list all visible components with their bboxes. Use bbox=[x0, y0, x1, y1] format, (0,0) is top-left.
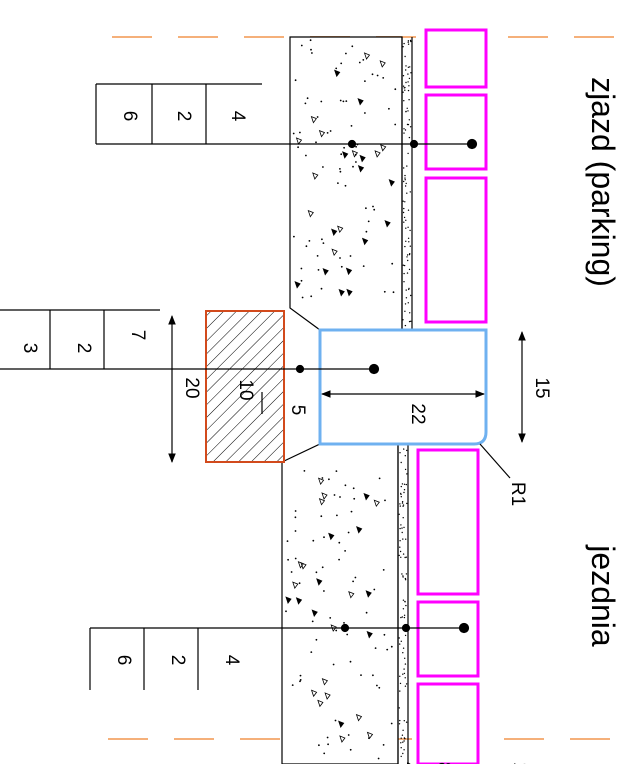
dimension-labels: 20 10 5 22 15 R1 bbox=[181, 377, 552, 506]
legend-mid-2: 2 bbox=[73, 343, 94, 354]
edge-mark-2: 4 bbox=[399, 762, 420, 764]
dim-curb-rise: 15 bbox=[531, 377, 552, 398]
paver-bottom-2 bbox=[416, 600, 480, 678]
legend-bottom-2: 2 bbox=[167, 655, 188, 666]
leader-lines bbox=[0, 138, 478, 634]
dimension-lines bbox=[168, 315, 526, 479]
edge-mark-3: 8 bbox=[433, 762, 454, 764]
concrete-foundation bbox=[281, 36, 403, 764]
label-top-surface: zjazd (parking) bbox=[585, 77, 621, 287]
bottom-edge-marks: 15 4 8 12 bbox=[329, 762, 530, 764]
edge-mark-1: 15 bbox=[329, 762, 350, 764]
paver-blocks bbox=[416, 28, 488, 764]
paver-bottom-3 bbox=[416, 682, 480, 764]
dim-curb-base: 10 bbox=[235, 379, 256, 400]
concrete-aggregate-texture bbox=[285, 39, 412, 760]
legend-top-3: 4 bbox=[227, 111, 248, 122]
paver-top-3 bbox=[424, 176, 488, 324]
dim-joint: 5 bbox=[287, 405, 308, 416]
legend-mid-values: 3 2 7 bbox=[19, 330, 148, 354]
legend-table-bottom bbox=[89, 628, 199, 690]
legend-bottom-1: 6 bbox=[113, 655, 134, 666]
legend-table-mid bbox=[0, 309, 160, 369]
legend-mid-1: 3 bbox=[19, 343, 40, 354]
legend-top-1: 6 bbox=[119, 111, 140, 122]
legend-bottom-3: 4 bbox=[221, 655, 242, 666]
legend-table-top bbox=[95, 83, 262, 144]
dim-radius: R1 bbox=[507, 482, 528, 506]
paver-top-1 bbox=[424, 28, 488, 89]
curb-stone bbox=[318, 328, 488, 446]
legend-mid-3: 7 bbox=[127, 330, 148, 341]
legend-bottom-values: 6 2 4 bbox=[113, 655, 242, 666]
paver-top-2 bbox=[424, 93, 488, 171]
edge-mark-4: 12 bbox=[509, 762, 530, 764]
legend-top-2: 2 bbox=[173, 111, 194, 122]
dim-curb-width: 22 bbox=[407, 403, 428, 424]
bedding-layer-lines bbox=[397, 37, 413, 764]
legend-top-values: 6 2 4 bbox=[119, 111, 248, 122]
concrete-bench bbox=[205, 310, 285, 463]
dim-line-radius bbox=[479, 443, 511, 479]
label-bottom-surface: jezdnia bbox=[585, 544, 621, 647]
paver-bottom-1 bbox=[416, 448, 480, 596]
dim-curb-height: 20 bbox=[181, 377, 202, 398]
